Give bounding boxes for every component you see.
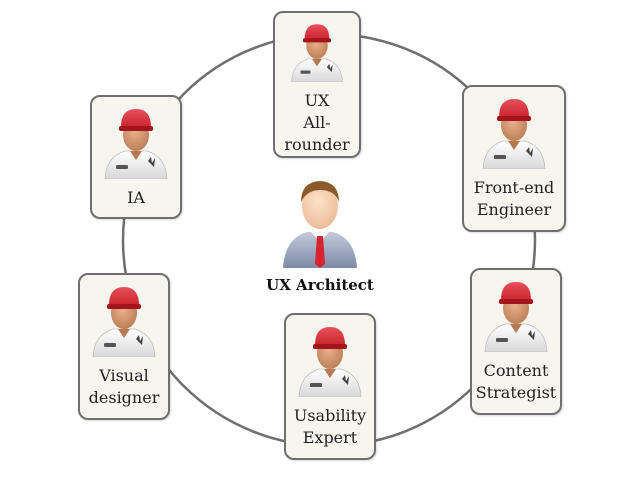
role-card-ia: IA (90, 95, 182, 219)
role-card-content-strategist: Content Strategist (470, 268, 562, 415)
role-card-usability-expert: Usability Expert (284, 313, 376, 460)
role-label: UX All-rounder (284, 91, 350, 154)
role-label: Visual designer (88, 366, 160, 407)
worker-red-cap-icon (291, 24, 343, 82)
worker-red-cap-icon (104, 109, 168, 179)
role-label: Front-end Engineer (473, 178, 555, 219)
center-node: UX Architect (250, 176, 390, 294)
worker-red-cap-icon (484, 282, 548, 352)
worker-red-cap-icon (92, 287, 156, 357)
role-label: Content Strategist (475, 361, 557, 402)
role-card-visual-designer: Visual designer (78, 273, 170, 420)
worker-red-cap-icon (298, 327, 362, 397)
role-card-front-end-engineer: Front-end Engineer (462, 85, 566, 232)
center-label: UX Architect (266, 276, 374, 294)
role-label: IA (127, 188, 145, 207)
architect-person-icon (283, 181, 357, 268)
role-label: Usability Expert (293, 406, 367, 447)
role-card-ux-all-rounder: UX All-rounder (273, 11, 361, 158)
worker-red-cap-icon (482, 99, 546, 169)
